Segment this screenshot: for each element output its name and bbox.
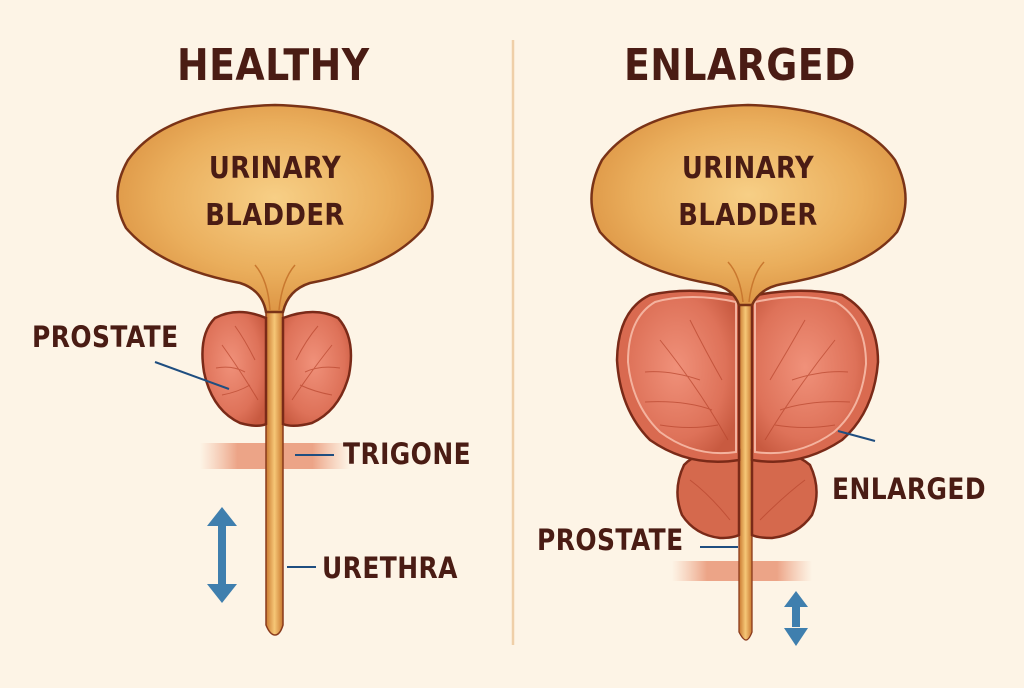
enlarged-label: ENLARGED <box>832 472 986 506</box>
bladder-label-line2: BLADDER <box>205 198 345 233</box>
prostate-leader-line <box>154 361 230 390</box>
healthy-panel <box>116 103 434 636</box>
bladder-label-line2-enlarged: BLADDER <box>678 198 818 233</box>
prostate-right-lobe <box>281 310 353 427</box>
prostate-left-lobe <box>201 310 268 427</box>
enlarged-title: ENLARGED <box>624 40 856 91</box>
prostate-lower-right-lobe <box>750 448 818 540</box>
bladder-label-line1: URINARY <box>208 151 342 186</box>
enlarged-leader-line <box>837 430 876 442</box>
urethra <box>265 299 284 636</box>
prostate-lower-left-lobe <box>676 448 741 540</box>
enlarged-panel <box>590 103 907 646</box>
bladder-enlarged <box>590 103 907 307</box>
healthy-title: HEALTHY <box>177 40 370 91</box>
bladder <box>116 103 434 314</box>
urethra-label: URETHRA <box>322 551 458 585</box>
narrow-flow-arrow-icon <box>784 591 808 646</box>
flow-arrow-icon <box>207 507 237 603</box>
bladder-label-line1-enlarged: URINARY <box>681 151 815 186</box>
trigone-label: TRIGONE <box>343 437 472 471</box>
prostate-label: PROSTATE <box>32 320 179 354</box>
prostate-label-enlarged: PROSTATE <box>537 523 684 557</box>
urethra-enlarged <box>738 299 753 641</box>
